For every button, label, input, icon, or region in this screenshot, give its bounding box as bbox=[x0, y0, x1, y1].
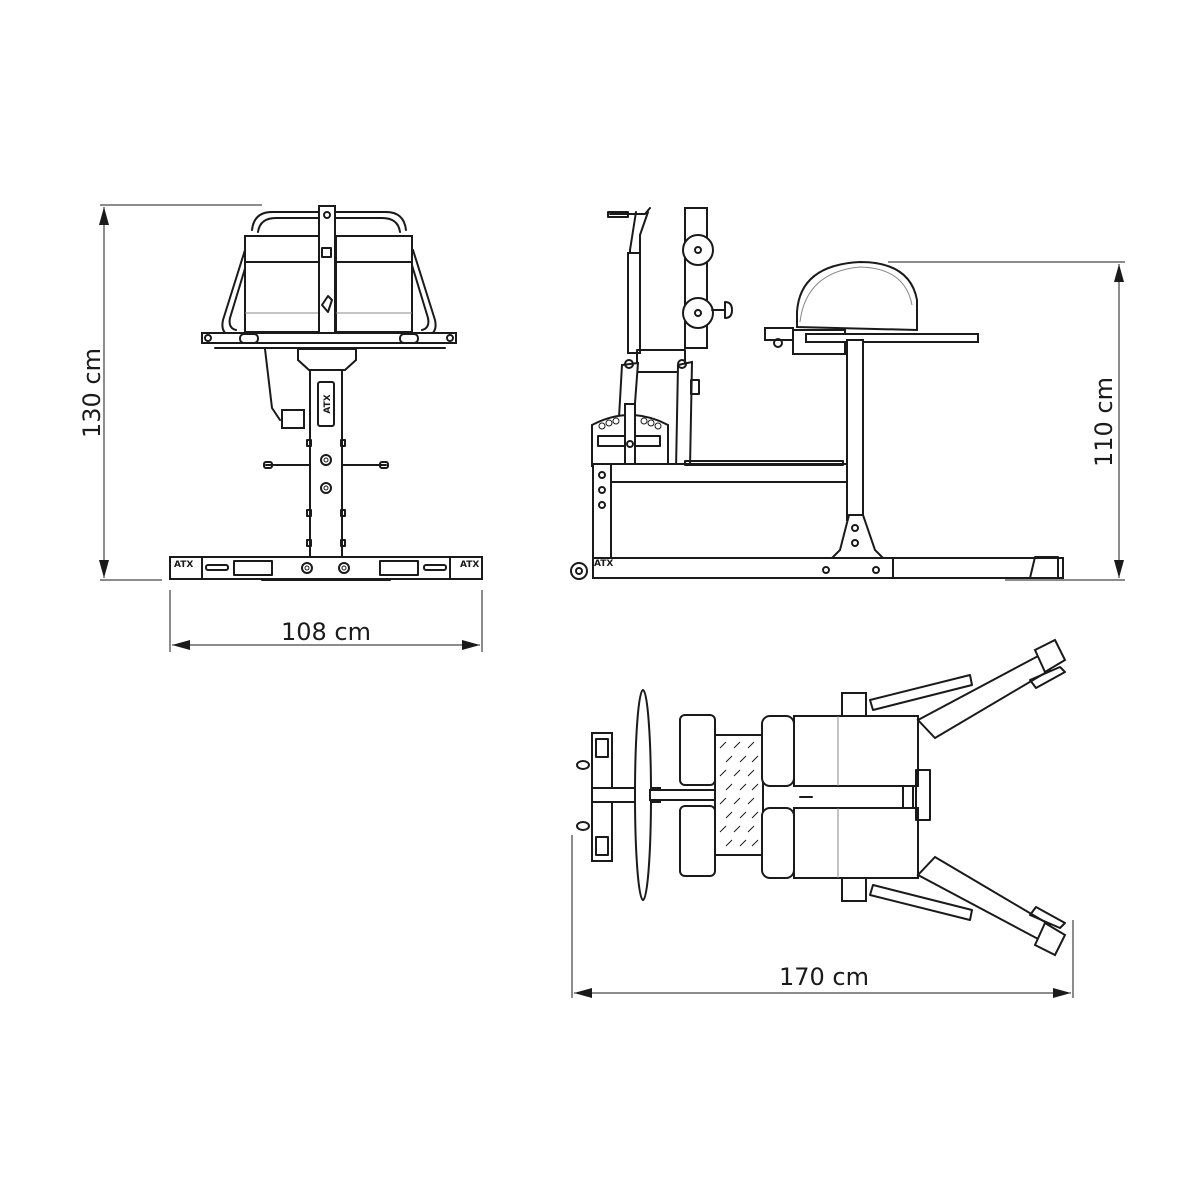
top-view: 170 cm bbox=[571, 638, 1074, 998]
front-height-label: 130 cm bbox=[78, 348, 106, 438]
front-view: 130 cm 108 cm bbox=[78, 204, 483, 652]
brand-logo-foot-left: ATX bbox=[174, 560, 193, 570]
front-height-dimension: 130 cm bbox=[78, 204, 262, 581]
side-height-label: 110 cm bbox=[1090, 377, 1118, 467]
front-width-dimension: 108 cm bbox=[169, 590, 483, 652]
brand-logo-column: ATX bbox=[323, 394, 333, 413]
brand-logo-side-foot: ATX bbox=[594, 559, 613, 569]
side-height-dimension: 110 cm bbox=[888, 261, 1125, 581]
brand-logo-foot-right: ATX bbox=[460, 560, 479, 570]
side-view: 110 cm bbox=[570, 207, 1125, 581]
front-width-label: 108 cm bbox=[281, 618, 371, 646]
top-length-label: 170 cm bbox=[779, 963, 869, 991]
top-length-dimension: 170 cm bbox=[571, 835, 1074, 998]
